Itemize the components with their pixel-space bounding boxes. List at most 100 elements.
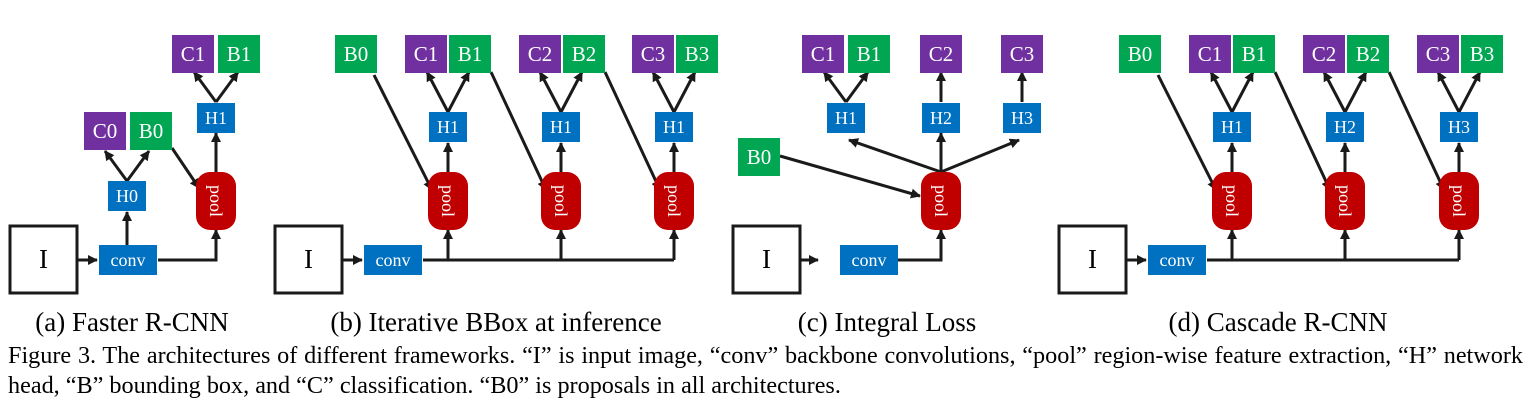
classification-label: C1 [811,42,836,66]
panel-faster-rcnn: I conv pool H0 H1 C0 B0 C1 [8,35,260,337]
classification-node: C3 [1417,35,1459,73]
pool-node: pool [921,172,961,230]
head-node: H0 [108,181,146,211]
classification-node: C3 [632,35,674,73]
head-node: H3 [1003,103,1041,133]
architecture-diagram: I conv pool H0 H1 C0 B0 C1 [8,35,1503,337]
panel-integral-loss: I conv pool B0 H1 H2 H3 C1 [731,35,1043,337]
panel-cascade-rcnn: I conv pool pool pool H1 H2 H3 [1057,35,1503,337]
classification-node: C1 [405,35,447,73]
pool-label: pool [438,185,458,217]
classification-label: C2 [1312,42,1337,66]
classification-label: C1 [414,42,439,66]
bbox-label: B2 [1356,42,1381,66]
conv-block: conv [364,245,422,275]
pool-node: pool [196,172,236,230]
classification-node: C0 [84,112,126,150]
bbox-label: B1 [458,42,483,66]
panel-iterative-bbox: I conv pool pool pool H1 H1 H1 [273,35,718,337]
conv-block: conv [840,245,898,275]
subtitle-d: (d) Cascade R-CNN [1169,307,1388,337]
input-label: I [304,244,313,274]
conv-label: conv [1160,250,1195,270]
pool-node: pool [1325,172,1365,230]
bbox-node: B2 [1347,35,1389,73]
bbox-label: B0 [139,119,164,143]
bbox-label: B1 [227,42,252,66]
input-image-box: I [1057,224,1128,295]
input-image-box: I [8,224,79,295]
classification-label: C2 [929,42,954,66]
conv-block: conv [99,245,157,275]
pool-label: pool [1335,185,1355,217]
classification-label: C1 [181,42,206,66]
input-label: I [762,244,771,274]
classification-label: C1 [1198,42,1223,66]
classification-label: C3 [641,42,666,66]
head-label: H1 [437,117,459,137]
bbox-node: B0 [335,35,377,73]
bbox-node: B1 [218,35,260,73]
subtitle-c: (c) Integral Loss [798,307,976,337]
pool-label: pool [206,185,226,217]
bbox-label: B0 [747,145,772,169]
bbox-label: B2 [572,42,597,66]
input-label: I [1088,244,1097,274]
pool-node: pool [1212,172,1252,230]
bbox-label: B3 [685,42,710,66]
pool-label: pool [1222,185,1242,217]
head-node: H1 [429,112,467,142]
classification-node: C2 [1303,35,1345,73]
head-label: H3 [1011,108,1033,128]
head-node: H1 [197,103,235,133]
bbox-label: B1 [857,42,882,66]
subtitle-b: (b) Iterative BBox at inference [330,307,661,337]
bbox-node: B1 [449,35,491,73]
bbox-node: B2 [563,35,605,73]
head-label: H1 [1221,117,1243,137]
conv-label: conv [852,250,887,270]
pool-label: pool [931,185,951,217]
head-label: H1 [550,117,572,137]
bbox-label: B0 [1128,42,1153,66]
bbox-node: B1 [1233,35,1275,73]
figure-caption: Figure 3. The architectures of different… [8,342,1523,399]
pool-node: pool [1439,172,1479,230]
head-label: H0 [116,186,138,206]
head-node: H1 [655,112,693,142]
conv-block: conv [1148,245,1206,275]
classification-label: C0 [93,119,118,143]
bbox-node: B0 [130,112,172,150]
input-image-box: I [273,224,344,295]
head-node: H3 [1440,112,1478,142]
pool-label: pool [664,185,684,217]
head-node: H2 [922,103,960,133]
bbox-node: B0 [1119,35,1161,73]
pool-node: pool [654,172,694,230]
head-label: H1 [205,108,227,128]
head-label: H1 [663,117,685,137]
bbox-node: B0 [738,138,780,176]
classification-node: C2 [920,35,962,73]
head-node: H1 [827,103,865,133]
classification-label: C2 [528,42,553,66]
head-label: H1 [835,108,857,128]
classification-node: C2 [519,35,561,73]
subtitle-a: (a) Faster R-CNN [35,307,228,337]
head-label: H3 [1448,117,1470,137]
pool-label: pool [551,185,571,217]
head-label: H2 [1334,117,1356,137]
conv-label: conv [376,250,411,270]
classification-label: C3 [1010,42,1035,66]
input-label: I [39,244,48,274]
classification-label: C3 [1426,42,1451,66]
classification-node: C1 [802,35,844,73]
head-node: H1 [1213,112,1251,142]
bbox-node: B3 [1461,35,1503,73]
bbox-label: B1 [1242,42,1267,66]
bbox-node: B1 [848,35,890,73]
conv-label: conv [111,250,146,270]
pool-node: pool [428,172,468,230]
pool-label: pool [1449,185,1469,217]
input-image-box: I [731,224,802,295]
